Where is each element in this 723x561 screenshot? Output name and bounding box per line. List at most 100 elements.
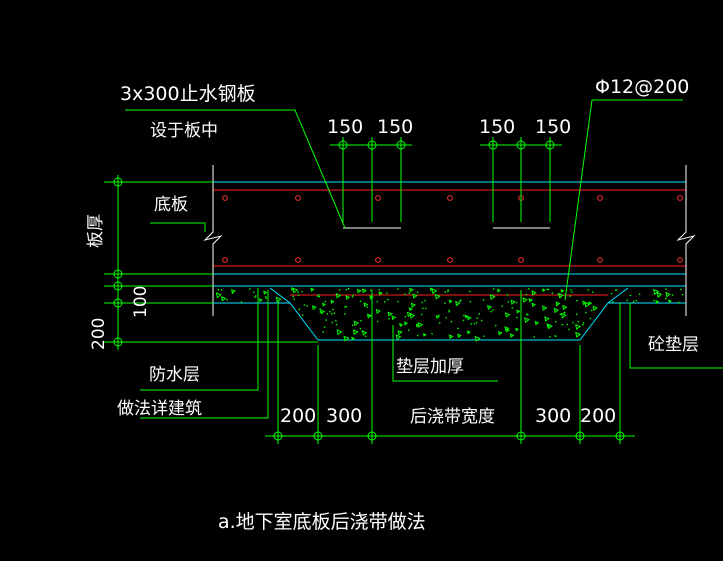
concrete-speck [447, 290, 449, 293]
concrete-speck [582, 322, 585, 324]
concrete-speck [301, 290, 303, 293]
concrete-speck [626, 299, 628, 302]
top-dimension-right [480, 137, 562, 222]
concrete-speck [220, 296, 227, 302]
concrete-speck [404, 293, 406, 296]
concrete-speck [632, 300, 635, 303]
rebar-dot [447, 257, 453, 263]
concrete-speck [255, 295, 257, 297]
concrete-speck [435, 315, 440, 319]
concrete-speck [478, 313, 480, 315]
waterstop-label: 3x300止水钢板 [120, 83, 256, 105]
concrete-speck [447, 289, 449, 291]
concrete-speck [335, 320, 337, 322]
concrete-speck [681, 293, 684, 296]
concrete-speck [403, 321, 409, 326]
concrete-speck [575, 331, 582, 338]
concrete-speck [420, 313, 423, 316]
concrete-speck [292, 295, 294, 298]
concrete-speck [345, 289, 348, 291]
concrete-speck [469, 300, 472, 303]
concrete-speck [445, 317, 447, 319]
concrete-speck [363, 302, 369, 308]
rebar-dot [597, 257, 603, 263]
concrete-speck [431, 333, 433, 335]
concrete-speck [495, 324, 497, 327]
concrete-speck [523, 317, 530, 324]
concrete-speck [409, 313, 416, 319]
concrete-speck [489, 294, 496, 301]
concrete-speck [501, 305, 503, 307]
rebar-dot [295, 195, 301, 201]
concrete-speck [504, 312, 511, 318]
concrete-speck [359, 300, 362, 303]
concrete-speck [335, 292, 342, 299]
concrete-speck [324, 300, 327, 303]
concrete-speck [534, 320, 540, 326]
concrete-speck [554, 335, 556, 337]
concrete-speck [585, 311, 587, 314]
dim-300-bottom-left: 300 [326, 405, 362, 427]
dim-300-bottom-right: 300 [535, 405, 571, 427]
concrete-speck [570, 289, 572, 291]
concrete-speck [384, 301, 386, 303]
concrete-speck [386, 292, 388, 294]
concrete-speck [376, 300, 378, 303]
concrete-speck [444, 302, 446, 304]
concrete-speck [658, 295, 660, 298]
concrete-speck [397, 288, 399, 290]
slab-thickness-label: 板厚 [86, 214, 106, 248]
concrete-speck [470, 323, 472, 325]
concrete-speck [496, 288, 501, 293]
concrete-speck [515, 327, 520, 332]
concrete-speck [509, 333, 515, 338]
concrete-speck [352, 329, 359, 336]
concrete-speck [515, 301, 518, 304]
concrete-speck [293, 298, 295, 300]
concrete-speck [547, 288, 550, 291]
concrete-speck [457, 327, 459, 330]
concrete-speck [448, 311, 450, 313]
concrete-speck [316, 295, 319, 298]
rebar-dot [375, 257, 381, 263]
concrete-speck [275, 296, 282, 303]
concrete-speck [368, 314, 371, 316]
concrete-speck [460, 299, 462, 302]
concrete-speck [408, 307, 413, 312]
waterproof-label: 防水层 [149, 365, 200, 385]
concrete-speck [231, 289, 237, 295]
concrete-speck [561, 323, 563, 326]
concrete-speck [220, 289, 223, 291]
concrete-speck [336, 329, 343, 336]
concrete-speck [533, 336, 535, 338]
concrete-speck [525, 293, 528, 296]
concrete-speck [338, 289, 341, 291]
concrete-speck [678, 301, 680, 304]
concrete-speck [474, 335, 481, 342]
rebar-dot [295, 257, 301, 263]
concrete-speck [320, 309, 326, 315]
concrete-speck [409, 287, 414, 293]
concrete-speck [492, 309, 494, 311]
concrete-speck [353, 320, 360, 327]
cushion-thicken-label: 垫层加厚 [396, 357, 464, 377]
concrete-speck [412, 293, 418, 299]
concrete-speck [352, 294, 354, 296]
concrete-speck [344, 306, 346, 308]
concrete-speck [475, 321, 478, 324]
concrete-speck [610, 292, 613, 295]
concrete-speck [416, 291, 419, 293]
concrete-speck [345, 295, 351, 300]
concrete-speck [388, 317, 390, 320]
concrete-speck [254, 296, 256, 298]
concrete-speck [397, 330, 403, 336]
concrete-speck [522, 297, 528, 303]
concrete-speck [407, 329, 410, 331]
rebar-dot [222, 257, 228, 263]
rebar-dot [375, 195, 381, 201]
concrete-speck [546, 323, 551, 328]
concrete-speck [564, 311, 566, 314]
dim-200-bottom-left: 200 [280, 405, 316, 427]
concrete-speck [527, 313, 529, 316]
